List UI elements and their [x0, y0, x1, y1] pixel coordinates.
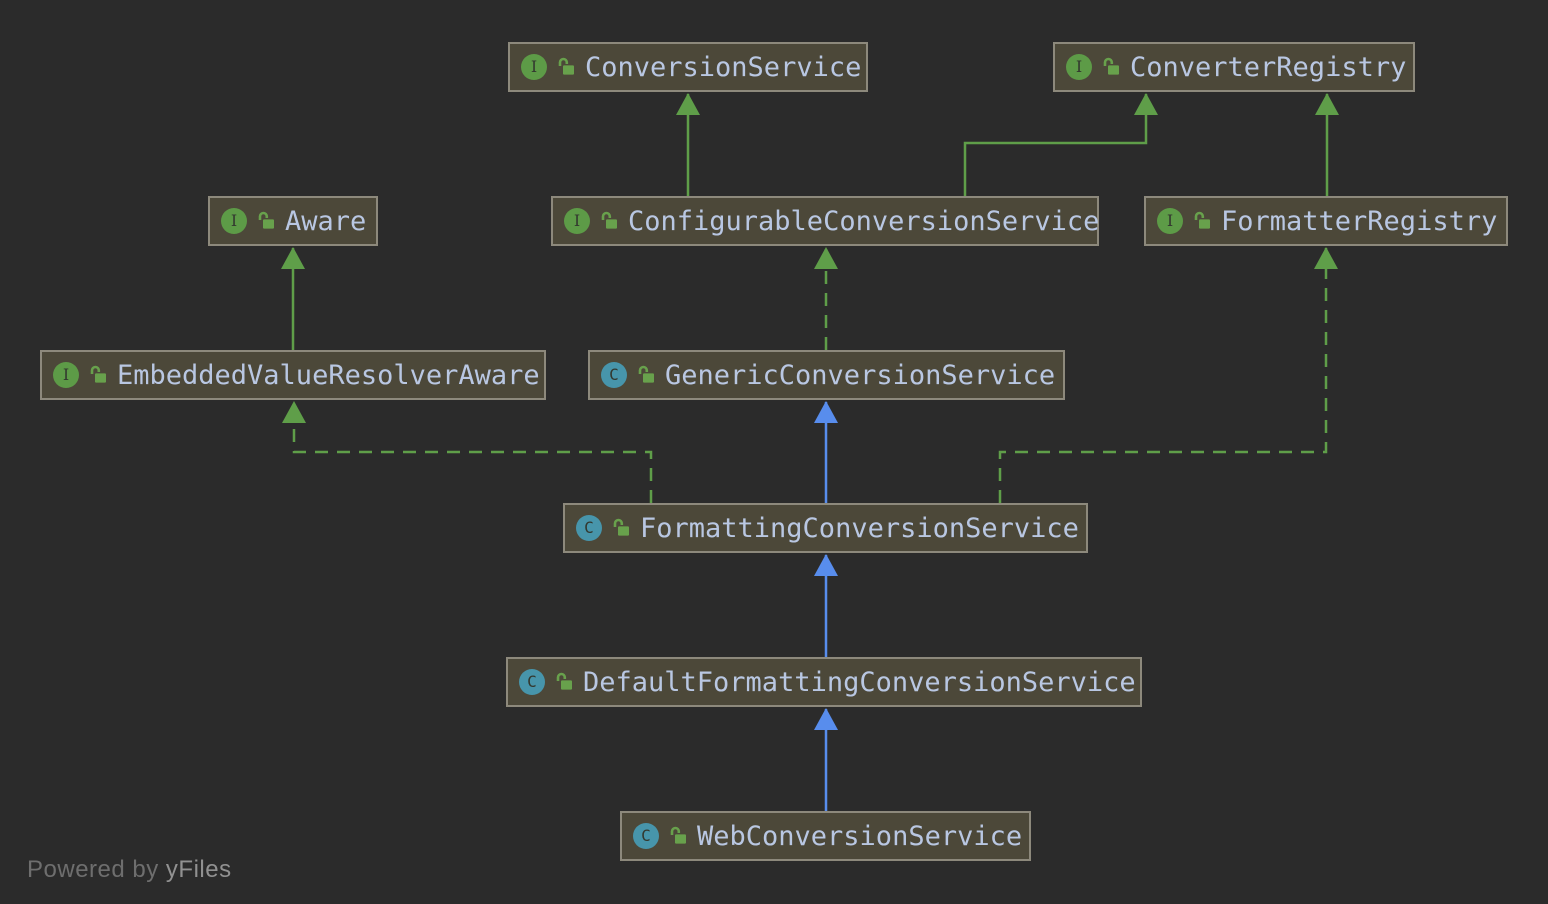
edge-configurable-conversion-service-to-converter-registry	[963, 93, 1158, 196]
node-generic-conversion-service[interactable]: C GenericConversionService	[588, 350, 1065, 400]
node-embedded-value-resolver-aware[interactable]: I EmbeddedValueResolverAware	[40, 350, 546, 400]
lock-open-icon	[599, 210, 619, 232]
class-icon: C	[576, 515, 602, 541]
lock-open-icon	[88, 364, 108, 386]
interface-icon: I	[1157, 208, 1183, 234]
node-default-formatting-conversion-service[interactable]: C DefaultFormattingConversionService	[506, 657, 1142, 707]
lock-open-icon	[668, 825, 688, 847]
node-label: GenericConversionService	[665, 359, 1056, 391]
node-label: Aware	[285, 205, 367, 237]
node-conversion-service[interactable]: I ConversionService	[508, 42, 868, 92]
node-label: FormattingConversionService	[640, 512, 1079, 544]
interface-icon: I	[221, 208, 247, 234]
lock-open-icon	[611, 517, 631, 539]
lock-open-icon	[1101, 56, 1121, 78]
node-label: ConverterRegistry	[1130, 51, 1407, 83]
interface-icon: I	[564, 208, 590, 234]
lock-open-icon	[556, 56, 576, 78]
lock-open-icon	[256, 210, 276, 232]
node-aware[interactable]: I Aware	[208, 196, 378, 246]
class-icon: C	[519, 669, 545, 695]
node-formatter-registry[interactable]: I FormatterRegistry	[1144, 196, 1508, 246]
interface-icon: I	[521, 54, 547, 80]
node-label: WebConversionService	[697, 820, 1023, 852]
node-label: ConfigurableConversionService	[628, 205, 1100, 237]
class-icon: C	[601, 362, 627, 388]
lock-open-icon	[554, 671, 574, 693]
node-label: EmbeddedValueResolverAware	[117, 359, 540, 391]
node-converter-registry[interactable]: I ConverterRegistry	[1053, 42, 1415, 92]
lock-open-icon	[636, 364, 656, 386]
powered-by-text: Powered by	[27, 856, 166, 883]
edge-formatting-conversion-service-to-embedded-value-resolver-aware	[282, 401, 653, 503]
node-web-conversion-service[interactable]: C WebConversionService	[620, 811, 1031, 861]
interface-icon: I	[53, 362, 79, 388]
class-icon: C	[633, 823, 659, 849]
interface-icon: I	[1066, 54, 1092, 80]
node-label: FormatterRegistry	[1221, 205, 1498, 237]
node-formatting-conversion-service[interactable]: C FormattingConversionService	[563, 503, 1088, 553]
edge-formatting-conversion-service-to-formatter-registry	[998, 247, 1338, 503]
lock-open-icon	[1192, 210, 1212, 232]
node-configurable-conversion-service[interactable]: I ConfigurableConversionService	[551, 196, 1099, 246]
node-label: ConversionService	[585, 51, 862, 83]
yfiles-link[interactable]: yFiles	[165, 856, 232, 883]
node-label: DefaultFormattingConversionService	[583, 666, 1136, 698]
powered-by-yfiles: Powered by yFiles	[27, 856, 232, 884]
